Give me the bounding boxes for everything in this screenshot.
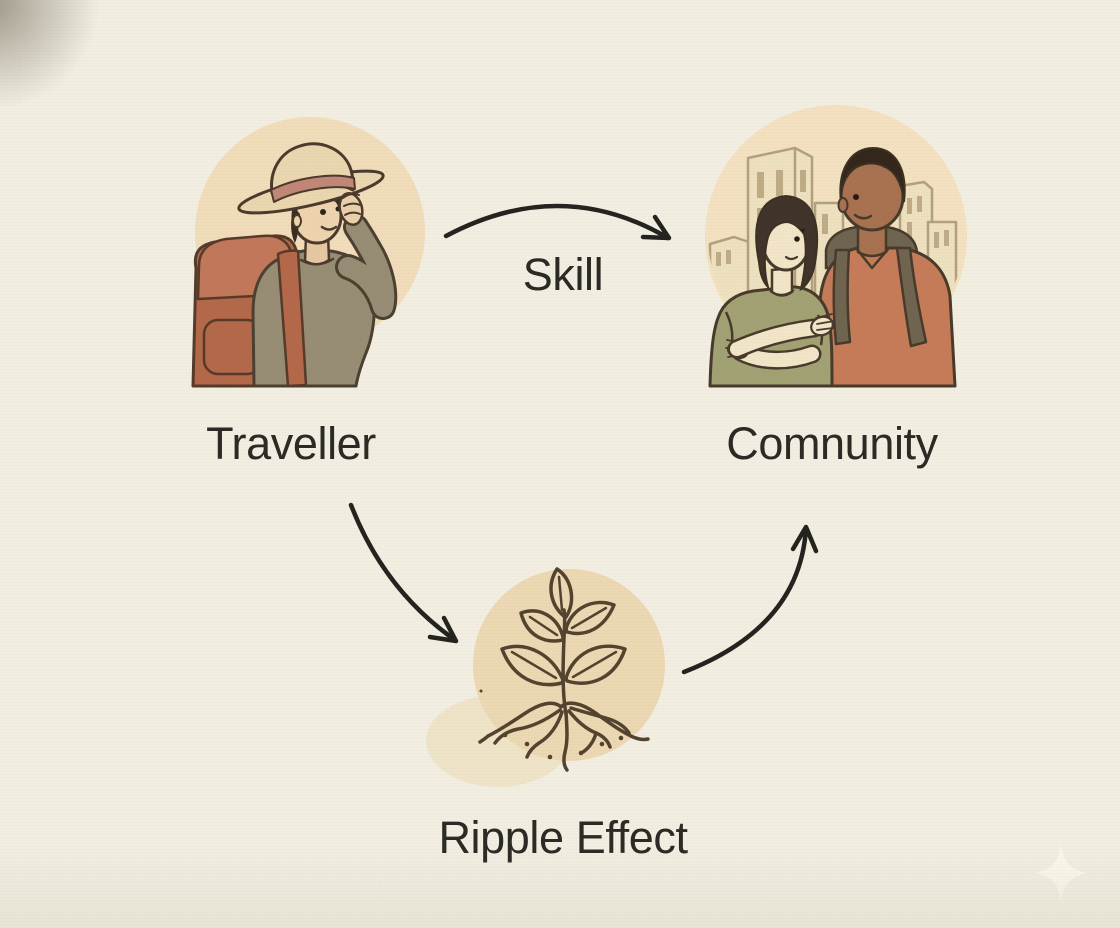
ripple-circle-bg [473, 569, 665, 761]
community-illustration [705, 105, 967, 388]
arrow-traveller-to-community [443, 203, 672, 241]
corner-smudge [0, 0, 160, 160]
community-woman [708, 194, 835, 388]
woman-hair [755, 194, 819, 292]
arrow-traveller-to-ripple [348, 502, 459, 644]
node-label-community: Comnunity [726, 418, 938, 469]
traveller-hat-icon [237, 142, 385, 215]
ripple-effect-illustration [426, 567, 665, 787]
arrow-ripple-to-community [681, 524, 819, 675]
sparkle-icon [1036, 845, 1086, 901]
traveller-hand [338, 191, 364, 227]
edge-label-skill: Skill [522, 249, 604, 300]
man-hair [839, 146, 906, 203]
node-label-ripple-effect: Ripple Effect [438, 812, 688, 863]
traveller-illustration [191, 117, 425, 388]
diagram-arrows [348, 203, 819, 675]
node-label-traveller: Traveller [206, 418, 376, 469]
backpack-strap [276, 249, 308, 388]
community-man [818, 146, 957, 388]
seedling-icon [478, 567, 650, 772]
